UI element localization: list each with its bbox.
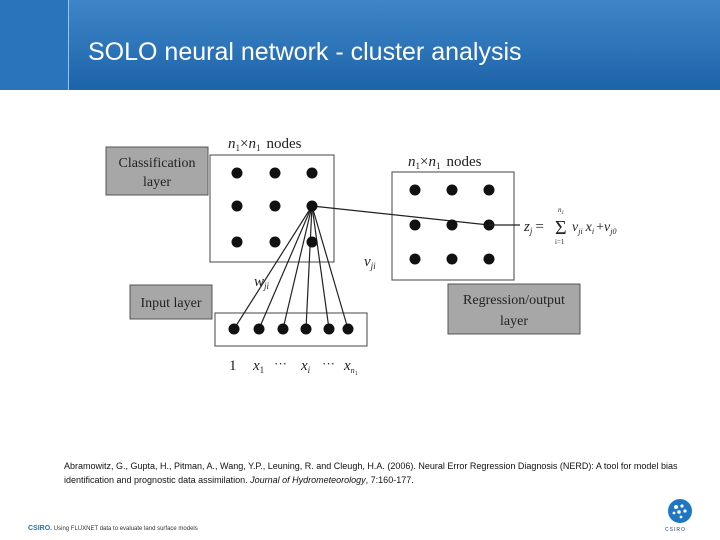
footer: CSIRO. Using FLUXNET data to evaluate la… [28, 525, 198, 532]
node [409, 184, 421, 196]
svg-text:···: ··· [274, 356, 287, 371]
node [231, 236, 243, 248]
node [446, 253, 458, 265]
node [409, 253, 421, 265]
node-selected [306, 200, 318, 212]
svg-text:zj=: zj= [523, 219, 544, 236]
node [231, 200, 243, 212]
input-node [342, 323, 354, 335]
title-left-panel [0, 0, 68, 90]
csiro-logo-icon [668, 499, 692, 523]
node [483, 184, 495, 196]
input-label-box [129, 284, 213, 320]
w-weight-label: wji [254, 274, 270, 291]
input-label: Input layer [140, 296, 201, 311]
footer-text: Using FLUXNET data to evaluate land surf… [52, 526, 198, 532]
regression-label-line1: Regression/output [463, 293, 565, 308]
svg-text:i=1: i=1 [555, 238, 565, 246]
input-node [253, 323, 265, 335]
svg-text:n1: n1 [558, 206, 564, 216]
regression-label-box [447, 283, 581, 335]
svg-text:Σ: Σ [555, 217, 567, 239]
classification-label-box [105, 146, 209, 196]
svg-text:1: 1 [229, 358, 237, 374]
title-divider [68, 0, 69, 90]
svg-text:xi: xi [300, 358, 311, 375]
regression-label-line2: layer [500, 314, 528, 329]
node [446, 184, 458, 196]
input-node [300, 323, 312, 335]
citation-tail: , 7:160-177. [365, 475, 414, 485]
input-node [228, 323, 240, 335]
citation-journal: Journal of Hydrometeorology [250, 475, 366, 485]
classification-label-line1: Classification [119, 156, 196, 171]
input-node [277, 323, 289, 335]
node [269, 236, 281, 248]
input-variable-labels: 1 x1 ··· xi ··· xn1 [229, 356, 358, 377]
svg-text:···: ··· [322, 356, 335, 371]
input-node [323, 323, 335, 335]
slide-title: SOLO neural network - cluster analysis [88, 38, 522, 66]
node [269, 167, 281, 179]
input-nodes [228, 323, 354, 335]
citation: Abramowitz, G., Gupta, H., Pitman, A., W… [64, 459, 694, 487]
title-band: SOLO neural network - cluster analysis [0, 0, 720, 90]
logo-wordmark: CSIRO [665, 527, 686, 533]
input-to-node-connections [233, 205, 490, 330]
svg-text:x1: x1 [252, 358, 264, 375]
v-weight-label: vji [364, 254, 376, 271]
node [231, 167, 243, 179]
node [269, 200, 281, 212]
svg-text:xn1: xn1 [343, 358, 358, 377]
node [483, 253, 495, 265]
node [306, 167, 318, 179]
classification-nodes [231, 167, 318, 248]
footer-brand: CSIRO. [28, 525, 53, 532]
node [446, 219, 458, 231]
node [306, 236, 318, 248]
node [409, 219, 421, 231]
classification-label-line2: layer [143, 175, 171, 190]
regression-nodes [409, 184, 495, 265]
citation-text: Abramowitz, G., Gupta, H., Pitman, A., W… [64, 461, 678, 485]
